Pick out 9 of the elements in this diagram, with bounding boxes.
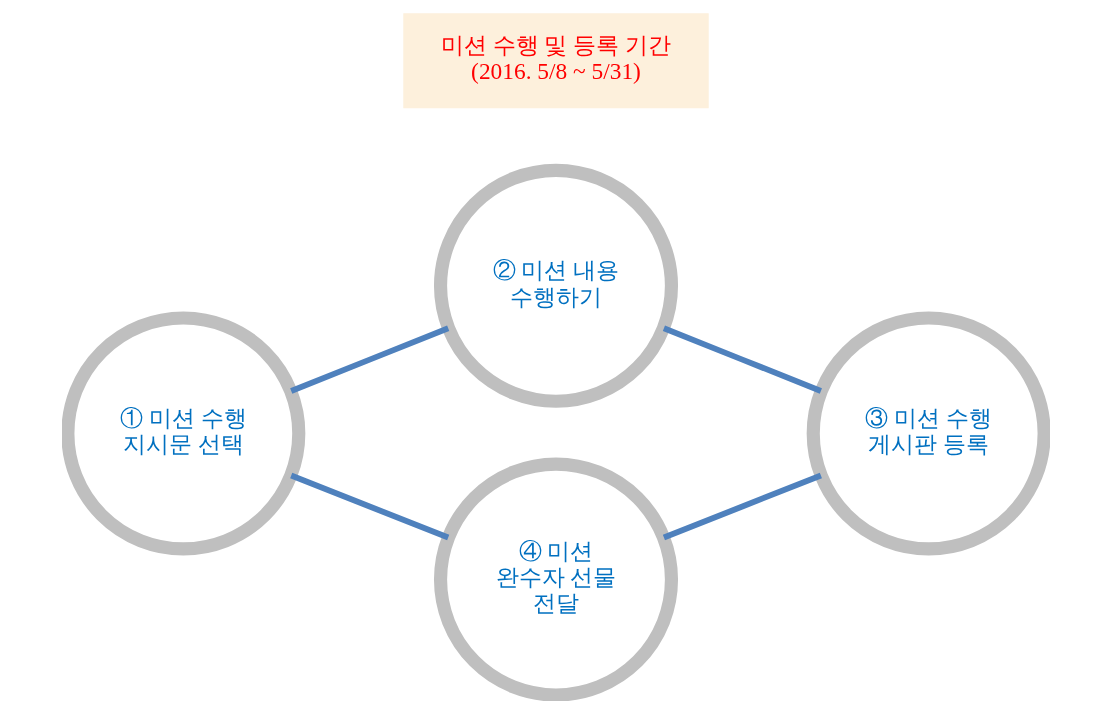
- node-circle: ② 미션 내용 수행하기: [433, 163, 679, 408]
- connector: [290, 325, 450, 394]
- node-circle: ① 미션 수행 지시문 선택: [62, 311, 306, 556]
- connector: [662, 472, 822, 541]
- node-circle: ③ 미션 수행 게시판 등록: [806, 311, 1050, 556]
- connector: [290, 472, 450, 541]
- connector: [662, 325, 822, 394]
- node-box: 미션 수행 및 등록 기간 (2016. 5/8 ~ 5/31): [403, 13, 709, 109]
- node-circle: ④ 미션 완수자 선물 전달: [433, 457, 679, 701]
